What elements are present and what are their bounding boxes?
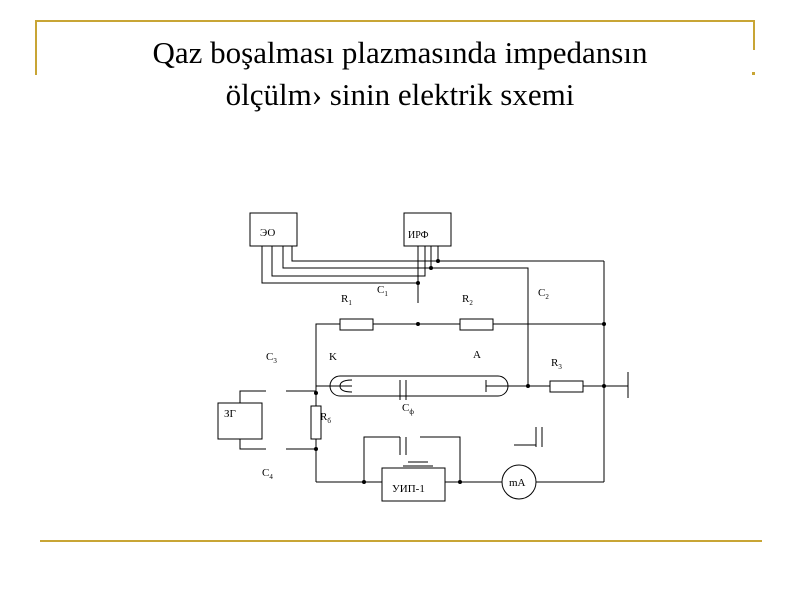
junction <box>314 391 318 395</box>
rb-label: Rб <box>320 411 331 425</box>
uip-filter-left <box>363 436 400 482</box>
junction <box>526 384 530 388</box>
r2-resistor <box>459 318 494 331</box>
c3-label: C3 <box>266 351 277 365</box>
frame-right-dot <box>752 72 755 75</box>
milliammeter-label: mA <box>509 477 526 489</box>
title-line-2: ölçülm› sinin elektrik sxemi <box>225 77 575 112</box>
junction <box>458 480 462 484</box>
irf-block-label: ИРФ <box>408 230 429 241</box>
uip-filter-right <box>420 436 461 482</box>
frame-bottom-line <box>40 540 762 542</box>
irf-block <box>403 212 452 247</box>
cf-label: Cф <box>402 402 414 416</box>
frame-right-bar <box>753 20 755 50</box>
junction <box>602 384 606 388</box>
c2-label: C2 <box>538 287 549 301</box>
slide-title: Qaz boşalması plazmasında impedansın ölç… <box>60 32 740 116</box>
uip-block-label: УИП-1 <box>392 483 425 495</box>
frame-left-bar <box>35 20 37 75</box>
uip-block <box>381 467 446 502</box>
discharge-tube <box>329 375 509 397</box>
title-line-1: Qaz boşalması plazmasında impedansın <box>152 35 648 70</box>
junction <box>429 266 433 270</box>
anode-label: A <box>473 349 481 361</box>
r2-label: R2 <box>462 293 473 307</box>
junction <box>314 447 318 451</box>
r3-resistor <box>549 380 584 393</box>
r1-resistor <box>339 318 374 331</box>
eo-wire-3 <box>282 246 529 300</box>
eo-block <box>249 212 298 247</box>
eo-wire-4 <box>291 246 604 262</box>
cathode-label: K <box>329 351 337 363</box>
frame-top-line <box>35 20 755 22</box>
zg-block-label: ЗГ <box>224 408 236 420</box>
eo-wire-1 <box>261 246 419 284</box>
zg-bottom-wire <box>239 439 266 450</box>
junction <box>602 322 606 326</box>
c4-label: C4 <box>262 467 273 481</box>
c1-label: C1 <box>377 284 388 298</box>
eo-block-label: ЭО <box>260 227 275 239</box>
r1-left-wire <box>315 323 340 393</box>
junction <box>416 322 420 326</box>
junction <box>436 259 440 263</box>
zg-top-wire <box>239 390 266 403</box>
r1-label: R1 <box>341 293 352 307</box>
r3-label: R3 <box>551 357 562 371</box>
